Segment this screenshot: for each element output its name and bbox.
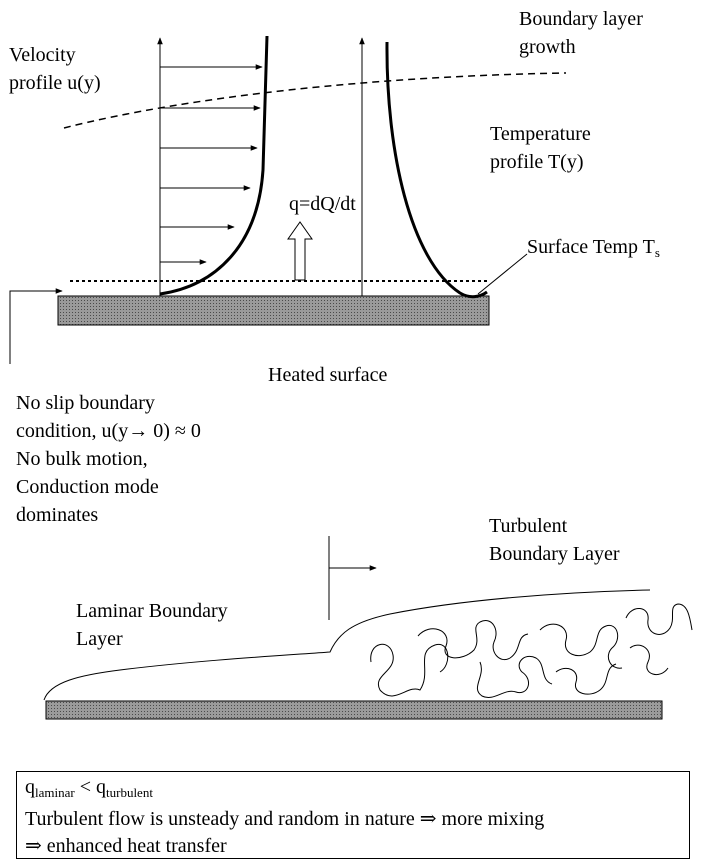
boundary-layer-outline — [43, 589, 651, 701]
no-slip-line4: Conduction mode — [16, 476, 159, 498]
temperature-profile-label: Temperature profile T(y) — [490, 120, 591, 176]
boundary-growth-label: Boundary layer growth — [519, 5, 643, 61]
turbulent-eddies — [370, 603, 693, 698]
surface-temp-text: Surface Temp T — [527, 236, 655, 258]
q-symbol-2: q — [96, 776, 106, 798]
velocity-arrows — [160, 64, 263, 265]
no-slip-line5: dominates — [16, 504, 99, 526]
no-slip-line1: No slip boundary — [16, 392, 155, 414]
growth-label-line1: Boundary layer — [519, 8, 643, 30]
heat-flux-label: q=dQ/dt — [289, 193, 356, 215]
heat-flux-arrow — [287, 221, 313, 281]
less-than: < — [74, 776, 96, 798]
q-symbol: q — [25, 776, 35, 798]
laminar-subscript: laminar — [35, 785, 75, 800]
boundary-growth-line — [63, 72, 567, 129]
heated-surface-label: Heated surface — [268, 364, 388, 386]
turbulent-line2: Boundary Layer — [489, 543, 620, 565]
growth-label-line2: growth — [519, 36, 576, 58]
temperature-profile-curve — [385, 41, 488, 299]
heated-plate — [57, 295, 490, 326]
velocity-label-line2: profile u(y) — [9, 72, 101, 94]
temp-label-line2: profile T(y) — [490, 151, 584, 173]
flow-entry-arrow — [9, 288, 63, 364]
summary-box: qlaminar < qturbulent Turbulent flow is … — [16, 771, 690, 859]
velocity-profile-label: Velocity profile u(y) — [9, 41, 101, 97]
laminar-bl-label: Laminar Boundary Layer — [76, 597, 228, 653]
summary-line3: ⇒ enhanced heat transfer — [25, 835, 227, 857]
surface-temp-label: Surface Temp Ts — [527, 233, 660, 267]
no-slip-line2: condition, u(y→ 0) ≈ 0 — [16, 420, 201, 442]
turbulent-line1: Turbulent — [489, 515, 568, 537]
no-slip-line3: No bulk motion, — [16, 448, 148, 470]
turbulent-subscript: turbulent — [106, 785, 153, 800]
velocity-profile-curve — [159, 35, 269, 296]
comparison-line: qlaminar < qturbulent — [25, 774, 681, 806]
surface-temp-leader — [477, 253, 528, 295]
no-slip-label: No slip boundary condition, u(y→ 0) ≈ 0 … — [16, 389, 201, 529]
laminar-line2: Layer — [76, 628, 123, 650]
turbulent-bl-label: Turbulent Boundary Layer — [489, 512, 620, 568]
summary-line2: Turbulent flow is unsteady and random in… — [25, 808, 545, 830]
surface-temp-subscript: s — [654, 245, 660, 260]
temp-label-line1: Temperature — [490, 123, 591, 145]
velocity-label-line1: Velocity — [9, 44, 76, 66]
lower-plate — [45, 700, 663, 720]
laminar-line1: Laminar Boundary — [76, 600, 228, 622]
